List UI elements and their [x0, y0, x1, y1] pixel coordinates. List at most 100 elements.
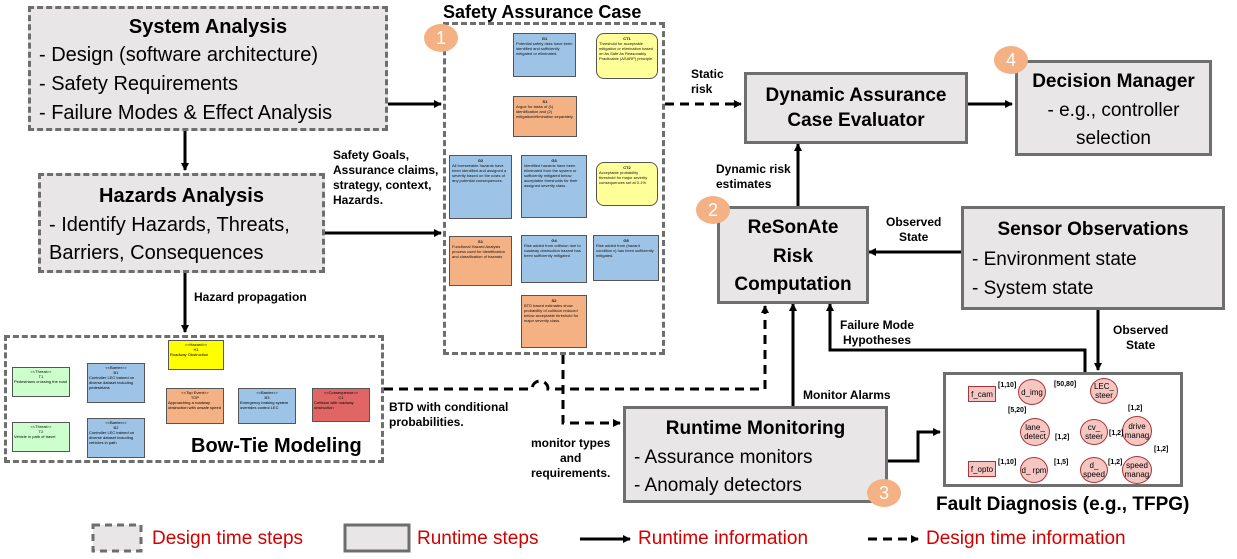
bowtie-node-tag: <<Threat>>: [30, 369, 52, 374]
bowtie-node-id: T1: [38, 374, 44, 379]
gsn-node-id: S2: [551, 298, 557, 303]
hazards-analysis-title: Hazards Analysis: [99, 185, 264, 207]
tfpg-edge-label: [1,10]: [998, 382, 1017, 389]
label-line: Assurance claims,: [333, 163, 439, 177]
bowtie-node-text: Collision with roadway obstruction: [314, 400, 354, 410]
tfpg-edge-label: [1,10]: [998, 459, 1017, 466]
tfpg-edge-label: [1,2]: [1154, 446, 1169, 453]
tfpg-node-drive-manag: drive manag: [1122, 416, 1152, 446]
legend-runtime-steps: Runtime steps: [417, 528, 539, 549]
bowtie-node-id: H1: [193, 347, 199, 352]
decision-manager-box: Decision Manager - e.g., controller sele…: [1015, 60, 1212, 156]
gsn-strategy-s1: S1 Argue for tasks of (1) identification…: [513, 96, 577, 137]
tfpg-edge-label: [1,2]: [1055, 434, 1070, 441]
gsn-node-text: Threshold for acceptable mitigation or e…: [599, 41, 654, 61]
gsn-node-text: Potential safety risks have been identif…: [516, 41, 573, 56]
tfpg-node-lec-steer: LEC_ steer: [1090, 378, 1118, 404]
gsn-node-id: G5: [623, 238, 629, 243]
bowtie-threat-t1: <<Threat>> T1 Pedestrians crossing the r…: [12, 367, 70, 397]
arrow-tfpg-to-resonate: [826, 303, 1087, 372]
gsn-goal-g2: G2 All foreseeable hazards have been ide…: [449, 155, 512, 219]
label-line: risk: [691, 82, 713, 96]
bowtie-title: Bow-Tie Modeling: [191, 435, 362, 457]
label-line: monitor types: [531, 436, 611, 450]
label-observed-state-2: Observed State: [1113, 323, 1168, 353]
label-line: requirements.: [531, 466, 611, 480]
gsn-node-text: All foreseeable hazards have been identi…: [452, 163, 507, 183]
gsn-node-text: Risk added from (hazard condition x) has…: [596, 243, 654, 258]
tfpg-edge-label: [5,20]: [1008, 407, 1027, 414]
tfpg-edge-label: [1,2]: [1109, 430, 1124, 437]
bowtie-node-tag: <<Barrier>>: [105, 420, 127, 425]
gsn-node-text: Acceptable probability threshold for maj…: [599, 170, 648, 185]
gsn-goal-g5: G5 Risk added from (hazard condition x) …: [593, 235, 659, 281]
system-analysis-item: - Failure Modes & Effect Analysis: [39, 102, 333, 124]
label-dynamic-risk: Dynamic risk estimates: [716, 162, 791, 192]
bowtie-node-id: C1: [338, 395, 344, 400]
gsn-goal-g4: G4 Risk added from collision due to road…: [521, 235, 587, 283]
bowtie-node-tag: <<Top Event>>: [181, 390, 209, 395]
sensor-observations-box: Sensor Observations - Environment state …: [961, 206, 1225, 310]
bowtie-node-text: Controller LEC trained on diverse datase…: [89, 375, 135, 390]
legend-design-steps-swatch: [91, 523, 143, 553]
gsn-context-ct1: CT1 Threshold for acceptable mitigation …: [596, 33, 658, 79]
hazards-analysis-item: Barriers, Consequences: [49, 242, 264, 264]
system-analysis-box: System Analysis - Design (software archi…: [28, 6, 388, 131]
bowtie-node-tag: <<Hazard>>: [184, 342, 208, 347]
bowtie-node-text: Roadway Obstruction: [170, 352, 209, 357]
step-badge-4: 4: [994, 46, 1028, 74]
bowtie-node-text: Vehicle in path of travel: [14, 434, 56, 439]
legend-design-steps: Design time steps: [152, 528, 304, 549]
dace-title-line2: Case Evaluator: [787, 110, 925, 131]
bowtie-barrier-b1: <<Barrier>> B1 Controller LEC trained on…: [87, 363, 145, 403]
sensor-observations-item: - Environment state: [972, 249, 1137, 270]
bowtie-node-id: T2: [38, 429, 44, 434]
step-badge-1: 1: [424, 24, 458, 52]
label-line: Dynamic risk: [716, 162, 791, 176]
label-line: State: [1126, 338, 1156, 352]
label-line: Hazards.: [333, 193, 384, 207]
bowtie-node-id: B2: [113, 425, 119, 430]
gsn-strategy-s2: S2 BTD based estimates show probability …: [521, 295, 587, 348]
tfpg-edge-label: [1,2]: [1108, 459, 1123, 466]
label-observed-state-1: Observed State: [886, 215, 941, 245]
gsn-node-text: Risk added from collision due to roadway…: [524, 243, 581, 258]
dace-box: Dynamic Assurance Case Evaluator: [744, 72, 968, 144]
tfpg-node-lane-detect: lane_ detect: [1020, 418, 1050, 446]
label-line: Static: [691, 67, 724, 81]
gsn-node-id: CT2: [623, 165, 631, 170]
runtime-monitoring-item: - Anomaly detectors: [634, 475, 802, 496]
runtime-monitoring-box: Runtime Monitoring - Assurance monitors …: [623, 406, 888, 503]
arrow-bowtie-to-resonate: [384, 305, 769, 391]
label-line: estimates: [716, 177, 772, 191]
system-analysis-item: - Design (software architecture): [39, 44, 318, 66]
system-analysis-title: System Analysis: [128, 16, 288, 38]
bowtie-node-id: B3: [264, 395, 270, 400]
bowtie-node-text: Approaching a roadway obstruction with u…: [168, 400, 221, 410]
gsn-node-id: G2: [477, 158, 484, 163]
gsn-node-text: Identified hazards have been eliminated …: [524, 163, 578, 188]
gsn-goal-g1: G1 Potential safety risks have been iden…: [513, 33, 576, 77]
bowtie-node-tag: <<Consequence>>: [323, 390, 359, 395]
sensor-observations-title: Sensor Observations: [997, 219, 1189, 240]
system-analysis-item: - Safety Requirements: [39, 73, 238, 95]
label-line: Hypotheses: [842, 333, 912, 347]
safety-case-title: Safety Assurance Case: [443, 2, 642, 22]
label-static-risk: Static risk: [691, 67, 724, 97]
runtime-monitoring-title: Runtime Monitoring: [665, 418, 846, 439]
label-line: Safety Goals,: [333, 148, 410, 162]
runtime-monitoring-item: - Assurance monitors: [634, 447, 813, 468]
tfpg-node-d-rpm: d_ rpm: [1020, 457, 1048, 483]
label-line: strategy, context,: [333, 178, 432, 192]
label-line: State: [899, 230, 929, 244]
dace-title-line1: Dynamic Assurance: [765, 85, 947, 106]
gsn-node-text: Functional Hazard Analysis process used …: [452, 244, 505, 259]
gsn-node-id: G3: [551, 158, 557, 163]
gsn-node-id: S1: [478, 239, 483, 244]
bowtie-node-tag: <<Barrier>>: [256, 390, 278, 395]
tfpg-edge-label: [50,80]: [1054, 381, 1077, 388]
label-monitor-types: monitor types and requirements.: [531, 436, 610, 481]
decision-manager-title: Decision Manager: [1032, 71, 1195, 92]
resonate-line: ReSonAte: [747, 217, 839, 238]
bowtie-threat-t2: <<Threat>> T2 Vehicle in path of travel: [12, 422, 70, 452]
